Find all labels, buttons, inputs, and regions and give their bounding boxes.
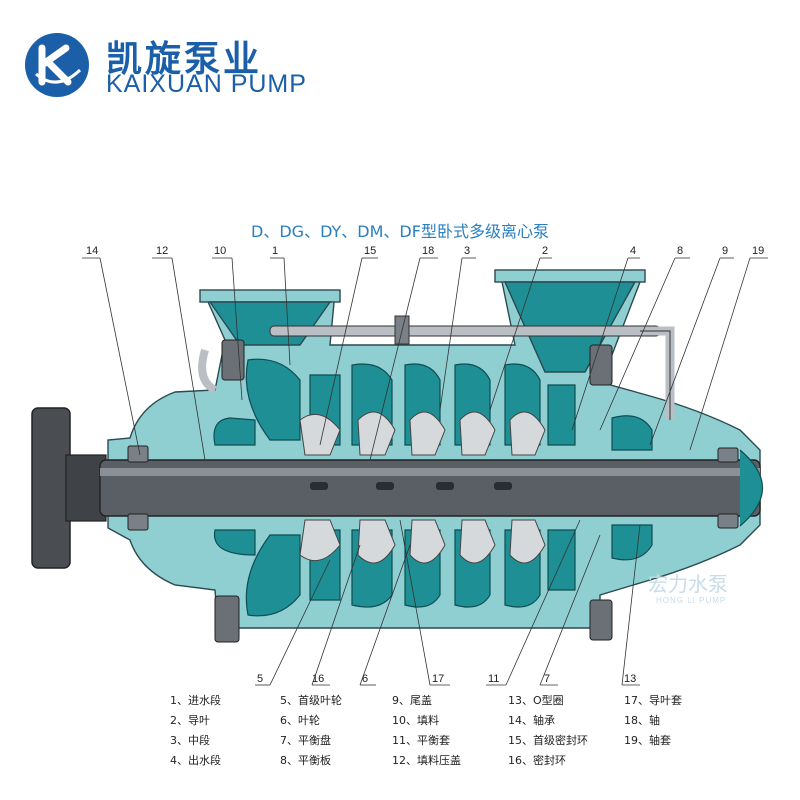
legend-item: 14、轴承 bbox=[508, 714, 555, 727]
callout-1: 1 bbox=[272, 245, 278, 257]
callout-11: 11 bbox=[488, 673, 499, 685]
legend-item: 1、进水段 bbox=[170, 694, 221, 707]
pump-shaft bbox=[99, 449, 763, 527]
callout-8: 8 bbox=[677, 245, 683, 257]
callout-19: 19 bbox=[752, 245, 764, 257]
legend-item: 6、叶轮 bbox=[280, 714, 320, 727]
tie-rod-pipe bbox=[198, 315, 675, 420]
legend-item: 11、平衡套 bbox=[392, 734, 450, 747]
parts-legend: 1、进水段 2、导叶 3、中段 4、出水段 5、首级叶轮 6、叶轮 7、平衡盘 … bbox=[170, 692, 730, 792]
kaixuan-logo-icon bbox=[25, 33, 89, 97]
legend-item: 9、尾盖 bbox=[392, 694, 432, 707]
callout-16: 16 bbox=[312, 673, 324, 685]
legend-item: 17、导叶套 bbox=[624, 694, 682, 707]
callout-7: 7 bbox=[544, 673, 550, 685]
legend-item: 15、首级密封环 bbox=[508, 734, 588, 747]
callout-2: 2 bbox=[542, 245, 548, 257]
callout-6: 6 bbox=[362, 673, 368, 685]
legend-item: 7、平衡盘 bbox=[280, 734, 331, 747]
callout-9: 9 bbox=[722, 245, 728, 257]
legend-item: 13、O型圈 bbox=[508, 694, 564, 707]
legend-item: 10、填料 bbox=[392, 714, 439, 727]
callout-leader-lines bbox=[82, 257, 768, 686]
legend-item: 8、平衡板 bbox=[280, 754, 331, 767]
brand-logo: 凯旋泵业 KAIXUAN PUMP bbox=[22, 26, 312, 106]
brand-name-en: KAIXUAN PUMP bbox=[106, 70, 307, 98]
callout-17: 17 bbox=[432, 673, 444, 685]
legend-item: 2、导叶 bbox=[170, 714, 210, 727]
watermark-en: HONG LI PUMP bbox=[656, 596, 727, 605]
legend-item: 5、首级叶轮 bbox=[280, 694, 342, 707]
callout-4: 4 bbox=[630, 245, 636, 257]
callout-13: 13 bbox=[624, 673, 636, 685]
callout-12: 12 bbox=[156, 245, 168, 257]
callout-5: 5 bbox=[257, 673, 263, 685]
watermark-cn: 宏力水泵 bbox=[648, 572, 728, 596]
brand-name-cn: 凯旋泵业 bbox=[106, 39, 263, 80]
legend-item: 19、轴套 bbox=[624, 734, 671, 747]
legend-item: 4、出水段 bbox=[170, 754, 221, 767]
callout-15: 15 bbox=[364, 245, 376, 257]
legend-item: 12、填料压盖 bbox=[392, 754, 461, 767]
guide-vanes-bottom bbox=[299, 519, 546, 564]
callout-10: 10 bbox=[214, 245, 226, 257]
legend-item: 18、轴 bbox=[624, 714, 660, 727]
diagram-title: D、DG、DY、DM、DF型卧式多级离心泵 bbox=[251, 222, 549, 241]
legend-item: 3、中段 bbox=[170, 734, 210, 747]
legend-item: 16、密封环 bbox=[508, 754, 566, 767]
callout-3: 3 bbox=[464, 245, 470, 257]
callout-14: 14 bbox=[86, 245, 98, 257]
callout-18: 18 bbox=[422, 245, 434, 257]
coupling-disk bbox=[31, 407, 107, 569]
